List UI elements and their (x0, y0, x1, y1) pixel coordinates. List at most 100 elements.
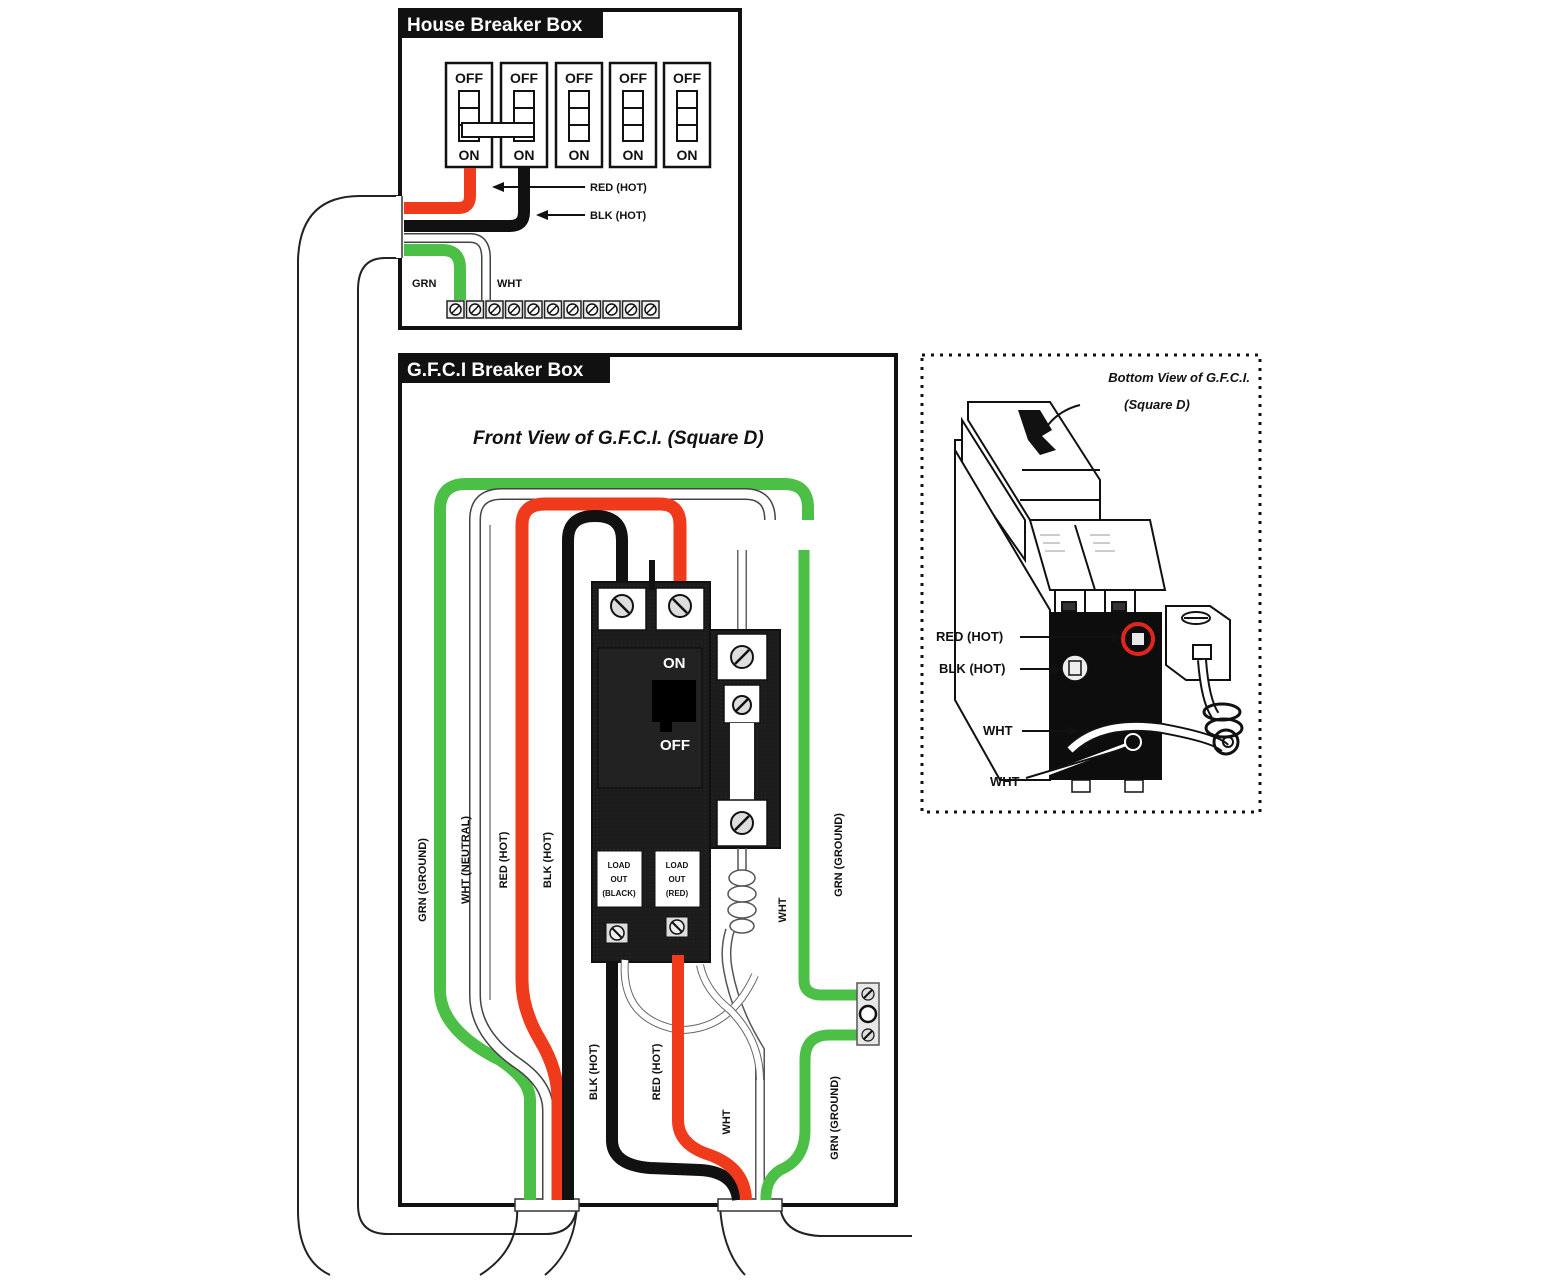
gfci-green-ground-wire-out (760, 1029, 860, 1201)
gfci-breaker-box: G.F.C.I Breaker Box Front View of G.F.C.… (398, 353, 898, 1212)
screw-icon (504, 300, 524, 319)
load-out-black-l3: (BLACK) (602, 889, 636, 898)
house-green-wire (404, 244, 466, 300)
screw-icon (485, 300, 504, 319)
load-out-black-l2: OUT (611, 875, 628, 884)
gfci-red-hot-wire-in (515, 497, 687, 1200)
screw-icon (730, 811, 754, 835)
bv-wht-arrow-1 (1022, 726, 1078, 736)
ground-bar (856, 982, 880, 1046)
screw-icon (665, 916, 689, 938)
house-breaker-1[interactable]: OFF ON (444, 61, 494, 169)
label-blk-hot-out: BLK (HOT) (588, 1044, 600, 1101)
gfci-black-hot-wire-in (562, 509, 628, 1200)
gfci-green-ground-wire-in (434, 478, 814, 1200)
bv-wht-arrow-2 (1025, 747, 1127, 779)
conduit-left (297, 195, 578, 1276)
screw-icon (610, 594, 634, 618)
bottom-view-title-2: (Square D) (1124, 397, 1190, 412)
house-red-hot-label: RED (HOT) (590, 182, 647, 194)
breaker-on-label: ON (623, 147, 644, 163)
house-wht-label: WHT (497, 278, 522, 290)
screw-icon (668, 594, 692, 618)
front-view-title: Front View of G.F.C.I. (Square D) (473, 428, 764, 449)
neutral-ground-bar (446, 300, 660, 319)
load-out-red-l1: LOAD (666, 861, 689, 870)
breaker-on-label: ON (459, 147, 480, 163)
label-wht-neutral: WHT (NEUTRAL) (460, 816, 472, 904)
breaker-off-label: OFF (455, 70, 483, 86)
breaker-switch[interactable] (568, 90, 590, 142)
gfci-green-to-ground-bar (798, 550, 860, 1001)
screw-icon (563, 300, 582, 319)
gfci-box-title: G.F.C.I Breaker Box (407, 360, 584, 381)
gfci-neutral-terminal (709, 629, 781, 849)
house-black-wire (404, 168, 530, 232)
screw-icon (621, 300, 641, 319)
screw-icon (730, 645, 754, 669)
screw-icon (605, 922, 629, 944)
breaker-on-label: ON (663, 655, 686, 672)
blk-hot-port (1061, 654, 1089, 682)
label-grn-ground-left: GRN (GROUND) (417, 838, 429, 922)
label-grn-ground-right: GRN (GROUND) (833, 813, 845, 897)
breaker-off-label: OFF (673, 70, 701, 86)
breaker-off-label: OFF (660, 737, 690, 754)
bottom-view-inset: Bottom View of G.F.C.I. (Square D) (920, 353, 1262, 814)
house-red-wire (404, 168, 476, 214)
house-breaker-box: House Breaker Box OFFONOFFONOFFONOFFONOF… (396, 8, 742, 330)
label-grn-ground-out: GRN (GROUND) (829, 1076, 841, 1160)
red-hot-arrow (492, 182, 585, 192)
gfci-breaker: ON OFF LOAD OUT (BLACK) LOAD OUT (RED) (591, 560, 711, 963)
breaker-off-label: OFF (565, 70, 593, 86)
gfci-box-title-tab (400, 355, 610, 383)
bv-wht-label-1: WHT (983, 723, 1013, 738)
bottom-view-handle (1018, 410, 1056, 455)
screw-icon (446, 300, 465, 319)
breaker-tie-bar (461, 122, 535, 138)
house-blk-hot-label: BLK (HOT) (590, 210, 647, 222)
gfci-red-hot-wire-out (672, 955, 752, 1201)
neutral-lug (1165, 605, 1231, 681)
screw-icon (543, 300, 563, 319)
load-out-red-l3: (RED) (666, 889, 689, 898)
breaker-on-label: ON (677, 147, 698, 163)
house-grn-label: GRN (412, 278, 437, 290)
breaker-switch[interactable] (622, 90, 644, 142)
red-hot-highlight-ring (1121, 622, 1155, 656)
label-red-hot-in: RED (HOT) (498, 831, 510, 888)
breaker-switch[interactable] (676, 90, 698, 142)
bv-red-hot-label: RED (HOT) (936, 629, 1003, 644)
screw-icon (602, 300, 621, 319)
load-out-red-l2: OUT (669, 875, 686, 884)
blk-hot-arrow (536, 210, 585, 220)
label-blk-hot-in: BLK (HOT) (542, 832, 554, 889)
screw-icon (732, 695, 752, 715)
breaker-on-label: ON (569, 147, 590, 163)
screw-icon (524, 300, 543, 319)
house-breaker-4[interactable]: OFF ON (608, 61, 658, 169)
house-box-title: House Breaker Box (407, 15, 583, 36)
label-wht-pigtail: WHT (777, 897, 789, 922)
bv-blk-hot-arrow (1020, 664, 1062, 674)
house-breaker-5[interactable]: OFF ON (662, 61, 712, 169)
label-wht-out: WHT (721, 1109, 733, 1134)
screw-icon (641, 300, 660, 319)
bv-blk-hot-label: BLK (HOT) (939, 661, 1005, 676)
breaker-toggle-handle (652, 680, 696, 732)
breaker-off-label: OFF (510, 70, 538, 86)
bv-red-hot-arrow (1020, 632, 1122, 642)
bv-wht-label-2: WHT (990, 774, 1020, 789)
bottom-view-title-1: Bottom View of G.F.C.I. (1108, 370, 1250, 385)
house-breaker-3[interactable]: OFF ON (554, 61, 604, 169)
gfci-white-neutral-wire (469, 488, 776, 1200)
breaker-on-label: ON (514, 147, 535, 163)
label-red-hot-out: RED (HOT) (651, 1043, 663, 1100)
screw-icon (582, 300, 602, 319)
house-box-title-tab (400, 10, 603, 38)
screw-icon (465, 300, 485, 319)
breaker-off-label: OFF (619, 70, 647, 86)
gfci-black-hot-wire-out (606, 962, 744, 1202)
house-breaker-2[interactable]: OFF ON (499, 61, 549, 169)
